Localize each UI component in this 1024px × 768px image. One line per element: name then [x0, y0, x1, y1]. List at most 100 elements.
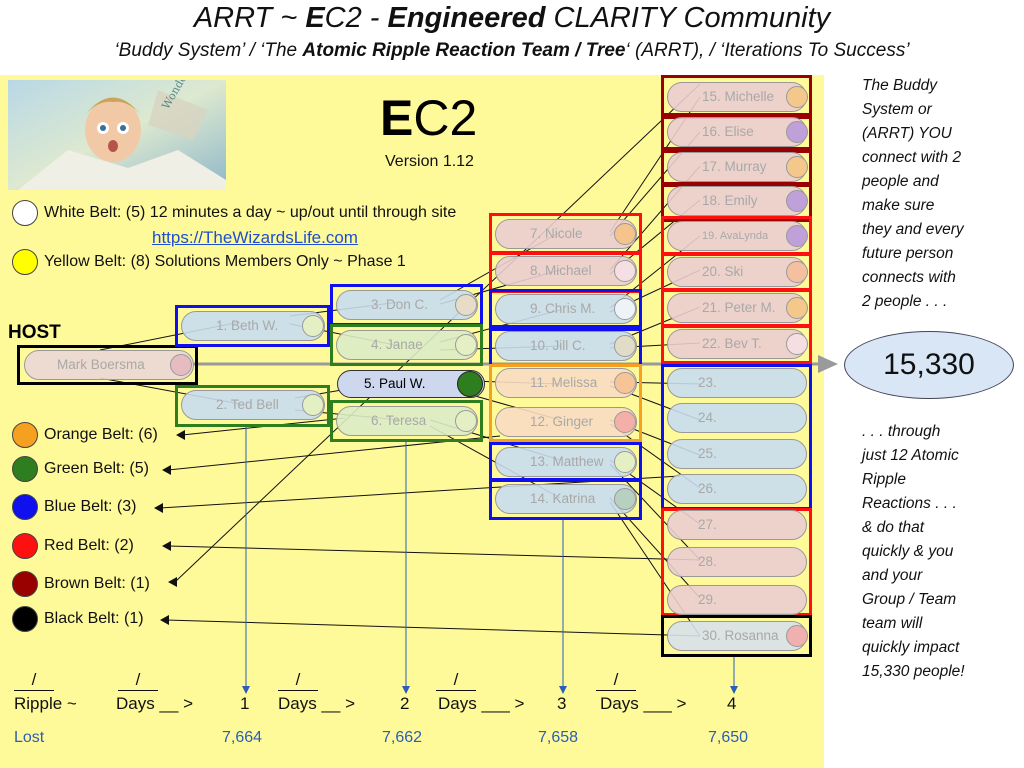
node-1-dot [302, 315, 324, 337]
node-30-dot [786, 625, 808, 647]
side-text-line: Group / Team [862, 591, 957, 608]
side-text-line: . . . through [862, 423, 941, 440]
node-4-dot [455, 334, 477, 356]
lost-value-4: 7,650 [708, 729, 749, 746]
subtitle-part: ‘Buddy System’ / ‘The [114, 40, 303, 61]
node-box-18 [661, 182, 812, 222]
node-4: 4. Janae [336, 330, 478, 360]
node-8: 8. Michael [495, 256, 637, 286]
side-text-line: team will [862, 615, 923, 632]
node-22: 22. Bev T. [667, 329, 807, 359]
node-28-label: 28. [698, 554, 717, 569]
node-11-dot [614, 372, 636, 394]
node-box-16 [661, 113, 812, 153]
node-14: 14. Katrina [495, 484, 637, 514]
lost-value-1: 7,664 [222, 729, 263, 746]
host-status-dot [170, 354, 192, 376]
side-text-line: 15,330 people! [862, 663, 965, 680]
node-26: 26. [667, 474, 807, 504]
ripple-number-3: 3 [557, 694, 567, 713]
lost-value-2: 7,662 [382, 729, 423, 746]
green-belt-label: Green Belt: (5) [44, 460, 149, 477]
node-23: 23. [667, 368, 807, 398]
node-12: 12. Ginger [495, 407, 637, 437]
node-8-dot [614, 260, 636, 282]
node-12-label: 12. Ginger [530, 414, 594, 429]
node-25: 25. [667, 439, 807, 469]
site-link[interactable]: https://TheWizardsLife.com [152, 228, 358, 247]
node-7-dot [614, 223, 636, 245]
node-22-label: 22. Bev T. [702, 336, 762, 351]
node-7-label: 7. Nicole [530, 226, 583, 241]
legend-brown-belt: Brown Belt: (1) [12, 570, 150, 598]
node-5-label: 5. Paul W. [364, 376, 426, 391]
legend-yellow-belt: Yellow Belt: (8) Solutions Members Only … [12, 248, 406, 276]
yellow-belt-label: Yellow Belt: (8) Solutions Members Only … [44, 253, 406, 270]
node-19-dot [786, 225, 808, 247]
brand-c2: C2 [413, 90, 478, 146]
node-13-label: 13. Matthew [530, 454, 604, 469]
node-20: 20. Ski [667, 257, 807, 287]
title-part: CLARITY Community [545, 2, 831, 34]
subtitle-part: ‘ (ARRT), / ‘Iterations To Success’ [625, 40, 910, 61]
node-box-14 [489, 478, 642, 520]
node-21-label: 21. Peter M. [702, 300, 776, 315]
days-label-4: Days ___ > [600, 694, 687, 713]
node-21-dot [786, 297, 808, 319]
black-belt-label: Black Belt: (1) [44, 610, 144, 627]
side-text-line: (ARRT) YOU [862, 125, 952, 142]
side-text-line: just 12 Atomic [862, 447, 959, 464]
total-reach-badge: 15,330 [844, 331, 1014, 399]
brand-e: E [380, 90, 414, 146]
node-19-label: 19. AvaLynda [702, 230, 769, 242]
white-belt-icon [12, 200, 38, 226]
side-text-line: they and every [862, 221, 964, 238]
node-box-30 [661, 615, 812, 657]
node-14-label: 14. Katrina [530, 491, 596, 506]
node-22-dot [786, 333, 808, 355]
side-text-line: 2 people . . . [862, 293, 948, 310]
title-e: E [305, 2, 325, 34]
side-text-line: quickly impact [862, 639, 960, 656]
node-15-label: 15. Michelle [702, 89, 775, 104]
days-label-3: Days ___ > [438, 694, 525, 713]
black-belt-icon [12, 606, 38, 632]
node-25-label: 25. [698, 446, 717, 461]
side-text-bottom: . . . through just 12 Atomic Ripple Reac… [862, 420, 965, 684]
node-6-dot [455, 410, 477, 432]
node-27-label: 27. [698, 517, 717, 532]
legend-red-belt: Red Belt: (2) [12, 532, 134, 560]
blank-field: / [14, 670, 54, 691]
node-2-dot [302, 394, 324, 416]
title-part: ARRT ~ [193, 2, 306, 34]
title-part: C2 - [324, 2, 388, 34]
page-title: ARRT ~ EC2 - Engineered CLARITY Communit… [0, 2, 1024, 35]
brown-belt-label: Brown Belt: (1) [44, 575, 150, 592]
node-16: 16. Elise [667, 117, 807, 147]
node-29-label: 29. [698, 592, 717, 607]
days-label-1: Days __ > [116, 694, 194, 713]
node-16-label: 16. Elise [702, 124, 754, 139]
side-text-top: The Buddy System or (ARRT) YOU connect w… [862, 74, 964, 314]
host-name: Mark Boersma [57, 357, 145, 372]
node-box-17 [661, 147, 812, 187]
lost-label: Lost [14, 729, 45, 746]
node-26-label: 26. [698, 481, 717, 496]
node-box-9 [489, 289, 642, 331]
host-node: Mark Boersma [24, 350, 194, 380]
node-9-dot [614, 298, 636, 320]
node-11-label: 11. Melissa [530, 375, 598, 390]
node-24-label: 24. [698, 410, 717, 425]
brown-belt-icon [12, 571, 38, 597]
blue-belt-label: Blue Belt: (3) [44, 498, 137, 515]
page-subtitle: ‘Buddy System’ / ‘The Atomic Ripple Reac… [0, 40, 1024, 62]
ripple-number-1: 1 [240, 694, 250, 713]
legend-white-belt: White Belt: (5) 12 minutes a day ~ up/ou… [12, 199, 456, 227]
brand-logo: EC2 [380, 88, 477, 148]
node-14-dot [614, 488, 636, 510]
node-9: 9. Chris M. [495, 294, 637, 324]
title-bold: Engineered [387, 2, 546, 34]
host-box [17, 345, 198, 385]
legend-blue-belt: Blue Belt: (3) [12, 493, 136, 521]
orange-belt-label: Orange Belt: (6) [44, 426, 158, 443]
